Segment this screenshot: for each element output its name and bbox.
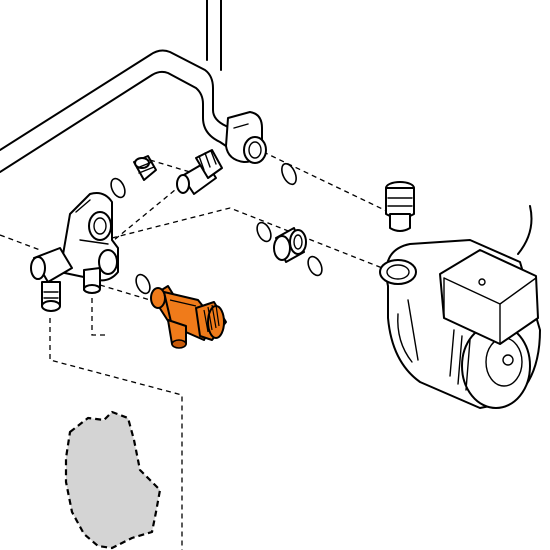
- o-rings: [110, 162, 323, 295]
- pipe-connector: [273, 227, 307, 263]
- air-vent: [385, 181, 415, 232]
- small-nipple: [133, 155, 157, 181]
- drain-valve: [176, 149, 223, 195]
- circulation-pump: [379, 205, 541, 409]
- main-pipe: [0, 0, 241, 173]
- pipe-elbow-fitting: [225, 111, 267, 164]
- assembly-guide-lines: [0, 147, 401, 550]
- hydraulic-block: [30, 192, 119, 312]
- pump-power-cable: [517, 205, 533, 255]
- heat-exchanger-outline: [64, 410, 162, 550]
- safety-valve: [150, 285, 227, 349]
